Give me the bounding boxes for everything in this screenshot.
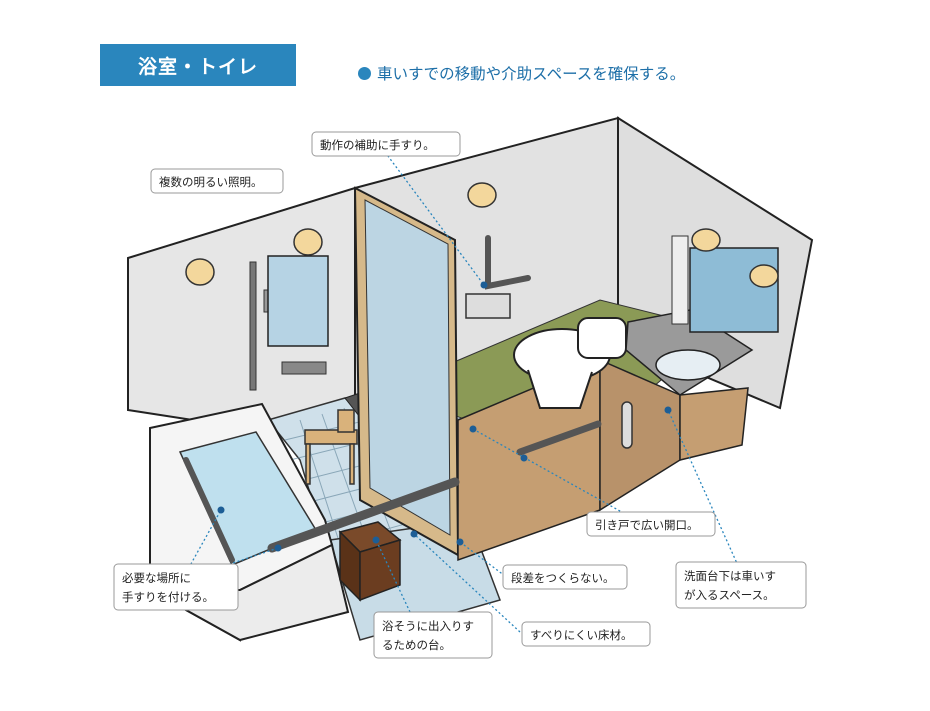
cabinet-handle[interactable]	[621, 401, 633, 449]
callout-washstand-line1: 洗面台下は車いす	[684, 569, 776, 583]
marker-washstand	[664, 406, 672, 414]
wash-shelf	[671, 235, 689, 325]
callout-handrail-place-line2: 手すりを付ける。	[122, 590, 214, 604]
marker-nonslip-floor	[410, 530, 418, 538]
section-title: 浴室・トイレ	[137, 55, 258, 78]
sliding-door-glass	[364, 199, 451, 536]
marker-handrail-assist	[480, 281, 488, 289]
shower-bar[interactable]	[249, 261, 257, 391]
callout-handrail-place: 必要な場所に 手すりを付ける。	[113, 563, 239, 611]
floor-handrail[interactable]	[267, 477, 460, 553]
toilet-grab-bar[interactable]	[516, 420, 602, 456]
marker-handrail-place	[217, 506, 225, 514]
bath-light-1	[185, 258, 215, 286]
leader-nonslip-floor	[413, 533, 521, 633]
toilet-tank	[577, 317, 627, 359]
toilet-base	[527, 369, 593, 409]
bath-mirror	[267, 255, 329, 347]
marker-bath-stool	[372, 536, 380, 544]
callout-lighting: 複数の明るい照明。	[150, 168, 284, 194]
callout-lighting-text: 複数の明るい照明。	[159, 175, 263, 189]
callout-bath-stool-line1: 浴そうに出入りす	[382, 619, 474, 633]
callout-nonslip-floor-text: すべりにくい床材。	[530, 628, 632, 642]
marker-sliding-door-2	[520, 454, 528, 462]
callout-handrail-assist-text: 動作の補助に手すり。	[320, 138, 435, 152]
wash-light-2	[749, 264, 779, 288]
marker-sliding-door	[469, 425, 477, 433]
section-title-badge: 浴室・トイレ	[100, 44, 296, 86]
bath-step-stool	[338, 521, 402, 602]
toilet-light	[467, 182, 497, 208]
washstand-cabinet-right	[679, 387, 749, 461]
callout-sliding-door-text: 引き戸で広い開口。	[595, 518, 699, 532]
leader-sliding-door	[472, 428, 646, 526]
callout-handrail-assist: 動作の補助に手すり。	[311, 131, 461, 157]
callout-no-step: 段差をつくらない。	[502, 564, 628, 590]
shower-chair	[304, 409, 358, 485]
callout-sliding-door: 引き戸で広い開口。	[586, 511, 716, 537]
toilet-paper-holder	[465, 293, 511, 319]
bullet-dot-icon	[358, 66, 371, 80]
headline-text: 車いすでの移動や介助スペースを確保する。	[377, 65, 686, 83]
leader-handrail-assist	[384, 151, 485, 286]
callout-washstand-line2: が入るスペース。	[684, 588, 775, 602]
marker-no-step	[456, 538, 464, 546]
marker-handrail-place-2	[274, 544, 282, 552]
bath-light-2	[293, 228, 323, 256]
headline: 車いすでの移動や介助スペースを確保する。	[358, 62, 685, 84]
leader-no-step	[459, 541, 506, 577]
callout-bath-stool-line2: るための台。	[382, 638, 451, 652]
callout-nonslip-floor: すべりにくい床材。	[521, 621, 651, 647]
tub-handrail[interactable]	[183, 457, 235, 563]
callout-handrail-place-line1: 必要な場所に	[122, 571, 191, 585]
callout-no-step-text: 段差をつくらない。	[511, 571, 615, 585]
toilet-handrail[interactable]	[485, 235, 531, 290]
shower-faucet[interactable]	[281, 361, 327, 375]
callout-bath-stool: 浴そうに出入りす るための台。	[373, 611, 493, 659]
wash-mirror	[689, 247, 779, 333]
wash-basin	[655, 349, 721, 381]
wash-light-1	[691, 228, 721, 252]
callout-washstand: 洗面台下は車いす が入るスペース。	[675, 561, 807, 609]
